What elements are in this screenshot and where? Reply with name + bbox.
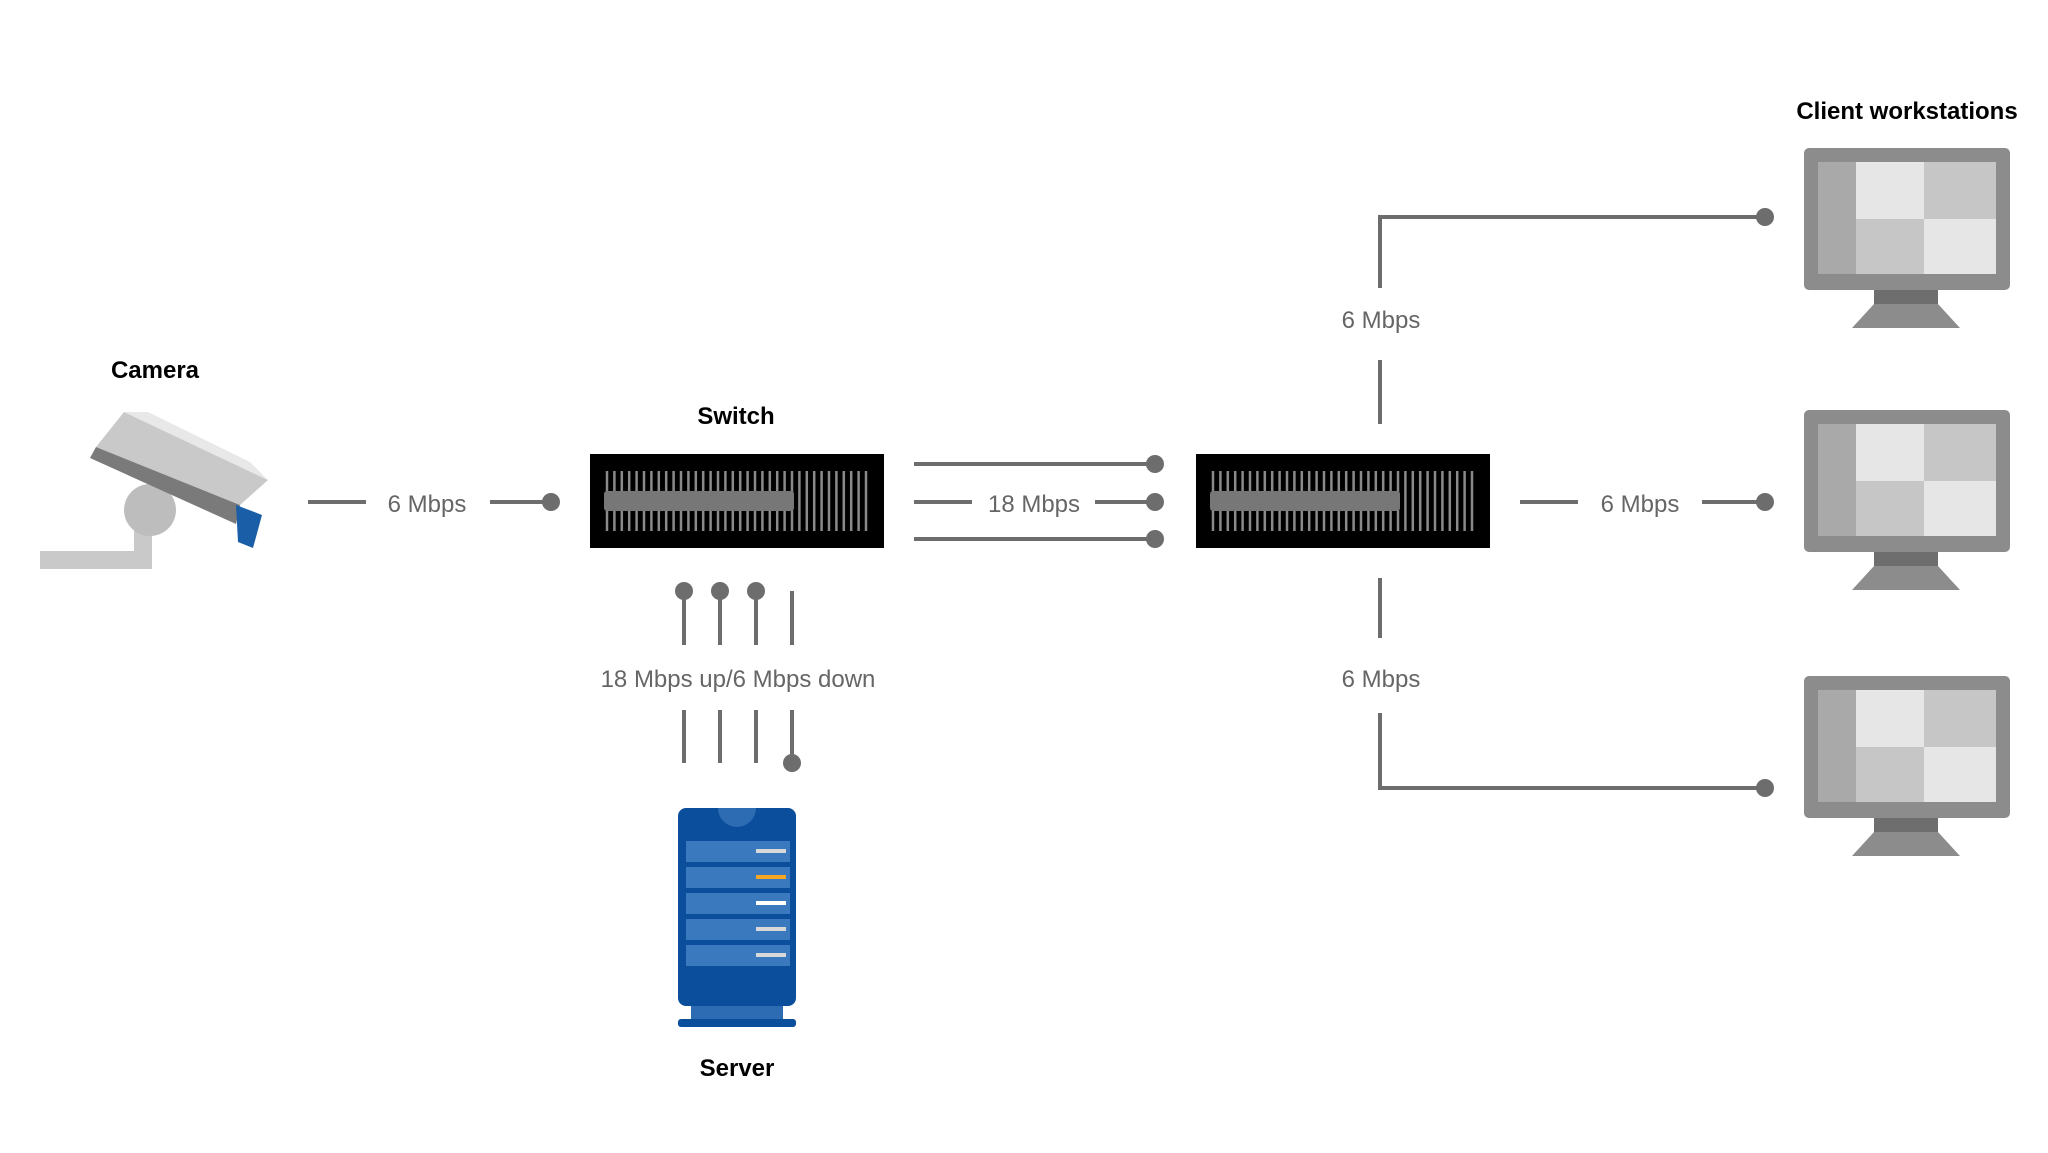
- switch-link-rate: 18 Mbps: [988, 491, 1080, 518]
- client-links: [1378, 208, 1774, 797]
- camera-label: Camera: [111, 357, 200, 384]
- client-middle-link-rate: 6 Mbps: [1601, 491, 1680, 518]
- server-label: Server: [700, 1055, 775, 1082]
- switch-switch-link: [914, 455, 1164, 548]
- workstation-top-monitor-icon: [1804, 148, 2010, 328]
- server-icon: [678, 808, 796, 1027]
- switch-server-link: [675, 582, 801, 772]
- switch-label: Switch: [697, 403, 774, 430]
- second-switch-icon: [1196, 454, 1490, 548]
- camera-icon: [40, 412, 268, 569]
- client-workstations-label: Client workstations: [1796, 98, 2017, 125]
- server-link-rate: 18 Mbps up/6 Mbps down: [601, 666, 876, 693]
- switch-icon: [590, 454, 884, 548]
- workstation-middle-monitor-icon: [1804, 410, 2010, 590]
- port-dot: [542, 493, 560, 511]
- client-bottom-link-rate: 6 Mbps: [1342, 666, 1421, 693]
- camera-link-rate: 6 Mbps: [388, 491, 467, 518]
- workstation-bottom-monitor-icon: [1804, 676, 2010, 856]
- client-top-link-rate: 6 Mbps: [1342, 307, 1421, 334]
- camera-switch-link: [308, 493, 560, 511]
